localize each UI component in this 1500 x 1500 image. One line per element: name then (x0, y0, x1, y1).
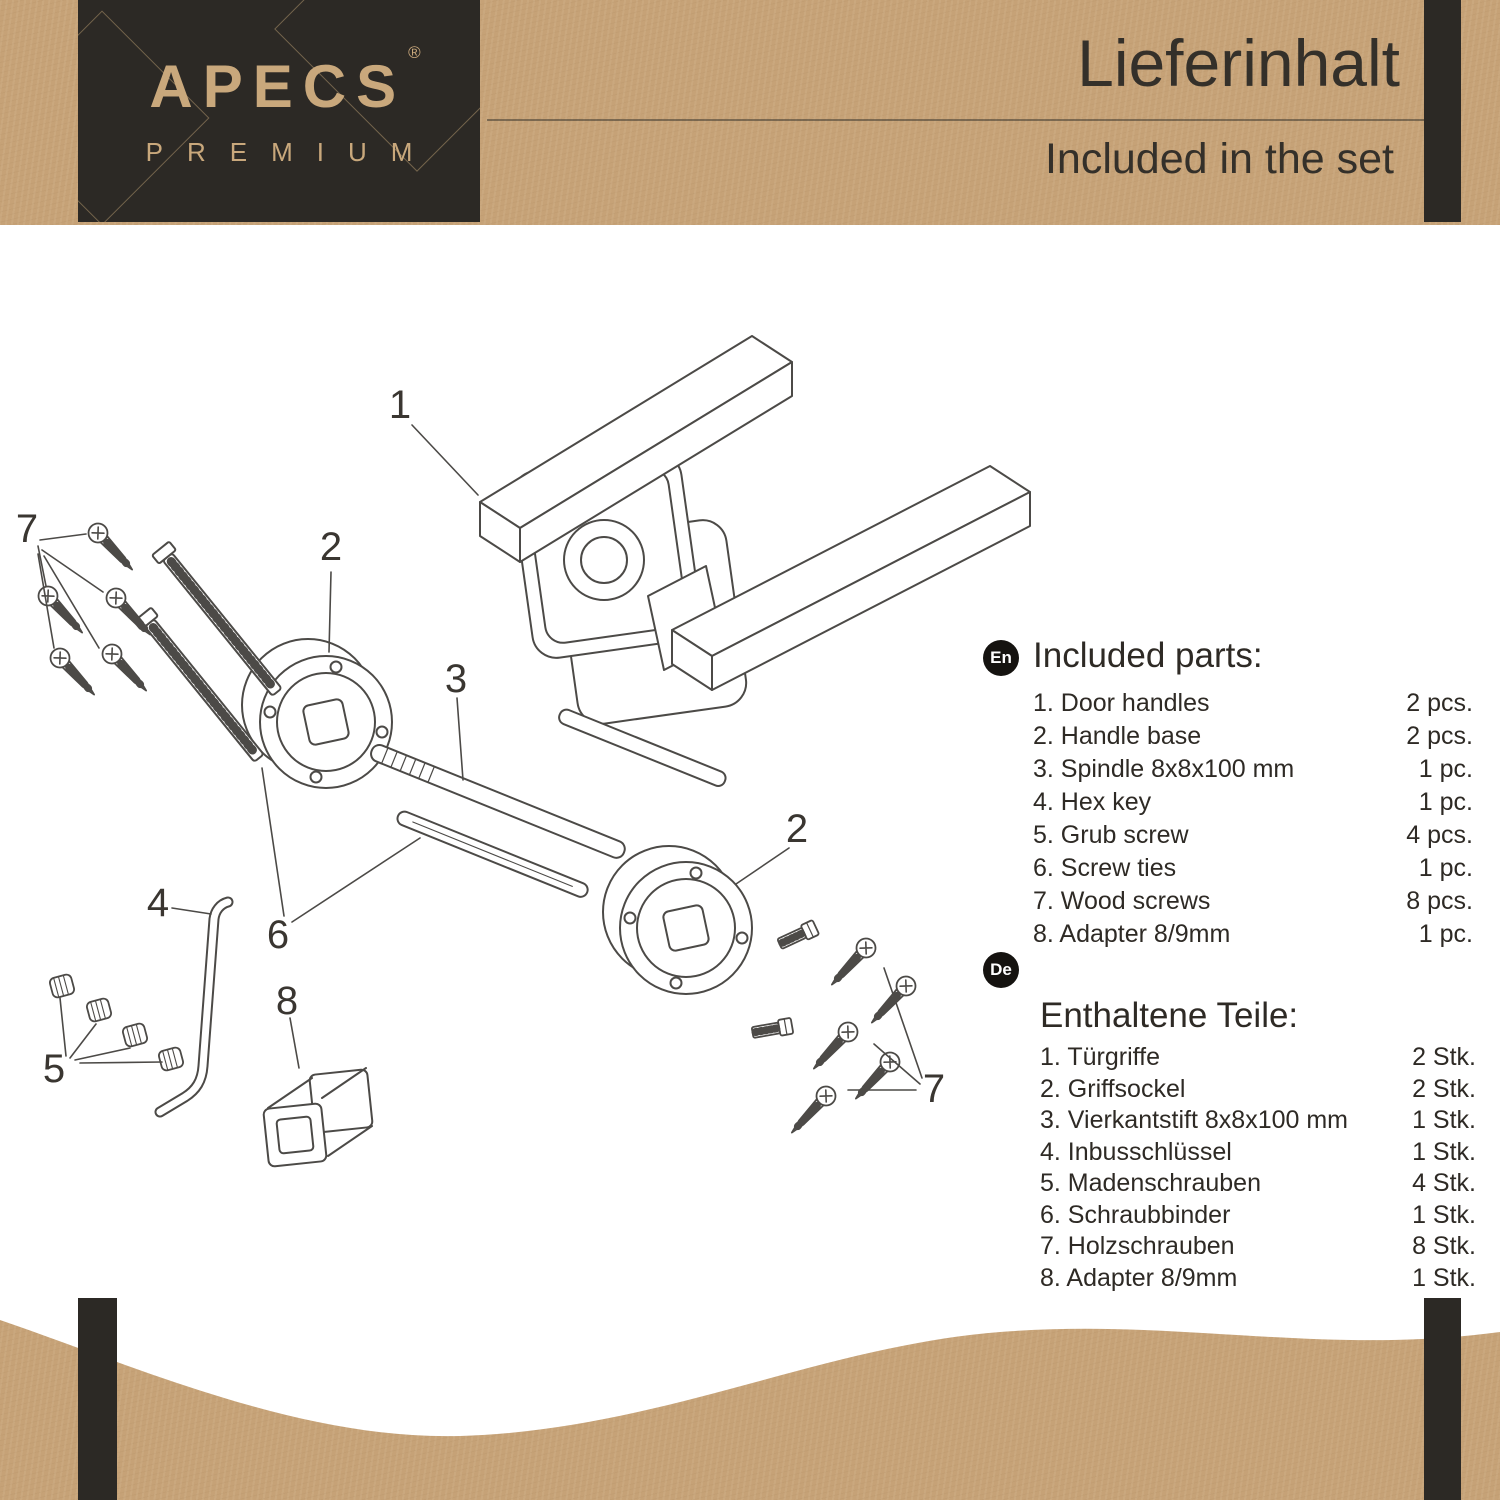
parts-list-item: 3. Vierkantstift 8x8x100 mm 1 Stk. (1040, 1105, 1476, 1137)
parts-list-item: 8. Adapter 8/9mm 1 Stk. (1040, 1263, 1476, 1295)
part-qty: 2 pcs. (1406, 689, 1473, 717)
parts-items-en: 1. Door handles 2 pcs. 2. Handle base 2 pc… (1033, 687, 1473, 951)
part-label: 5. Madenschrauben (1040, 1169, 1261, 1197)
door-handle-assembly (479, 335, 1031, 725)
parts-list-item: 1. Türgriffe 2 Stk. (1040, 1042, 1476, 1074)
callout-2a: 2 (320, 525, 342, 569)
part-label: 1. Door handles (1033, 689, 1210, 717)
part-qty: 8 pcs. (1406, 887, 1473, 915)
part-qty: 1 pc. (1418, 854, 1473, 882)
hex-key (154, 896, 234, 1118)
callout-3: 3 (445, 657, 467, 701)
handle-base-b (602, 845, 753, 995)
header-divider (487, 119, 1460, 121)
parts-list-item: 5. Madenschrauben 4 Stk. (1040, 1168, 1476, 1200)
part-label: 7. Holzschrauben (1040, 1232, 1235, 1260)
part-label: 3. Vierkantstift 8x8x100 mm (1040, 1106, 1349, 1134)
language-badge-en: En (983, 640, 1019, 676)
part-qty: 2 Stk. (1412, 1043, 1476, 1071)
footer-wave (0, 1298, 1500, 1437)
callout-1: 1 (389, 383, 411, 427)
header-band: APECS® PREMIUM Lieferinhalt Included in … (0, 0, 1500, 225)
wood-screws-top (35, 520, 157, 701)
part-qty: 8 Stk. (1412, 1232, 1476, 1260)
footer-right-bar (1424, 1298, 1461, 1500)
parts-list-item: 7. Wood screws 8 pcs. (1033, 885, 1473, 918)
parts-list-item: 2. Handle base 2 pcs. (1033, 720, 1473, 753)
callout-7b: 7 (923, 1067, 945, 1111)
wood-screws-bottom (751, 920, 919, 1139)
footer-left-bar (78, 1298, 117, 1500)
part-label: 2. Griffsockel (1040, 1074, 1186, 1103)
brand-plate: APECS® PREMIUM (78, 0, 480, 222)
part-label: 3. Spindle 8x8x100 mm (1033, 755, 1295, 783)
brand-name: APECS (149, 53, 407, 120)
parts-list-item: 4. Inbusschlüssel 1 Stk. (1040, 1137, 1476, 1169)
callout-8: 8 (276, 979, 298, 1023)
leader-lines (37, 424, 923, 1091)
part-qty: 1 pc. (1418, 755, 1473, 783)
part-qty: 2 pcs. (1406, 722, 1473, 750)
brand-tagline: PREMIUM (145, 137, 437, 167)
callout-5: 5 (43, 1047, 65, 1091)
parts-list-item: 7. Holzschrauben 8 Stk. (1040, 1231, 1476, 1263)
callout-7a: 7 (16, 507, 38, 551)
callout-4: 4 (147, 881, 169, 925)
part-qty: 1 pc. (1418, 788, 1473, 816)
part-qty: 1 pc. (1418, 920, 1473, 948)
parts-list-item: 6. Schraubbinder 1 Stk. (1040, 1200, 1476, 1232)
part-label: 6. Screw ties (1033, 854, 1177, 882)
part-label: 7. Wood screws (1033, 887, 1211, 915)
parts-list-item: 4. Hex key 1 pc. (1033, 786, 1473, 819)
footer-band (0, 1298, 1500, 1500)
part-label: 4. Inbusschlüssel (1040, 1137, 1232, 1166)
callout-2b: 2 (786, 807, 808, 851)
parts-list-item: 5. Grub screw 4 pcs. (1033, 819, 1473, 852)
spindle (370, 708, 727, 898)
part-label: 5. Grub screw (1033, 821, 1189, 849)
header-right-bar (1424, 0, 1461, 222)
language-badge-de: De (983, 952, 1019, 988)
part-label: 2. Handle base (1033, 722, 1202, 750)
part-qty: 4 pcs. (1406, 821, 1473, 849)
part-qty: 4 Stk. (1412, 1169, 1476, 1197)
page-title-en: Included in the set (1044, 135, 1394, 183)
callout-numbers: 1 2 3 4 5 6 7 7 8 2 (16, 383, 945, 1111)
parts-list-item: 8. Adapter 8/9mm 1 pc. (1033, 918, 1473, 951)
handle-base-a (241, 638, 393, 789)
part-qty: 1 Stk. (1412, 1106, 1476, 1134)
part-qty: 2 Stk. (1412, 1074, 1476, 1103)
part-label: 1. Türgriffe (1040, 1043, 1160, 1071)
registered-mark: ® (408, 43, 421, 62)
part-label: 8. Adapter 8/9mm (1033, 920, 1231, 948)
brand-logo: APECS® (149, 44, 420, 117)
part-qty: 1 Stk. (1412, 1137, 1476, 1166)
parts-list-item: 1. Door handles 2 pcs. (1033, 687, 1473, 720)
callout-6: 6 (267, 913, 289, 957)
part-label: 4. Hex key (1033, 788, 1152, 816)
parts-list-item: 2. Griffsockel 2 Stk. (1040, 1074, 1476, 1106)
parts-heading-de: Enthaltene Teile: (1040, 996, 1299, 1035)
screw-ties (133, 541, 282, 762)
part-label: 6. Schraubbinder (1040, 1200, 1231, 1229)
parts-list-item: 6. Screw ties 1 pc. (1033, 852, 1473, 885)
page-title-de: Lieferinhalt (1077, 26, 1400, 100)
part-qty: 1 Stk. (1412, 1263, 1476, 1292)
part-label: 8. Adapter 8/9mm (1040, 1263, 1238, 1292)
grub-screws (47, 972, 186, 1073)
parts-list-item: 3. Spindle 8x8x100 mm 1 pc. (1033, 753, 1473, 786)
part-qty: 1 Stk. (1412, 1200, 1476, 1229)
adapter (262, 1067, 374, 1168)
parts-heading-en: Included parts: (1033, 636, 1263, 675)
